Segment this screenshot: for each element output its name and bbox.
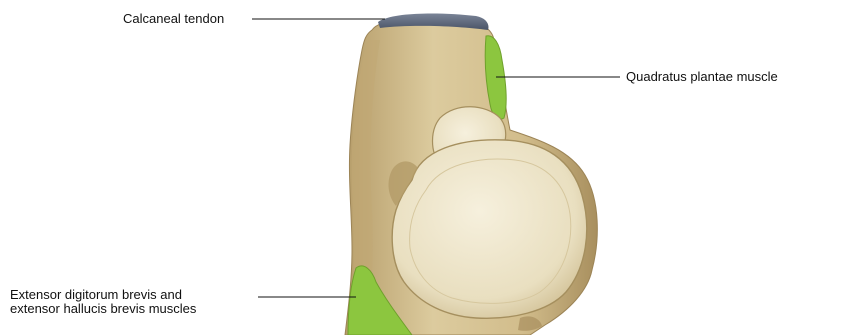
label-extensor-line-2: extensor hallucis brevis muscles xyxy=(10,302,196,316)
label-extensor-line-1: Extensor digitorum brevis and xyxy=(10,288,196,302)
label-extensor-brevis-muscles: Extensor digitorum brevis and extensor h… xyxy=(10,288,196,316)
label-calcaneal-tendon: Calcaneal tendon xyxy=(123,12,224,26)
label-quadratus-plantae-muscle: Quadratus plantae muscle xyxy=(626,70,778,84)
cuboid-articular-surface xyxy=(392,140,587,319)
